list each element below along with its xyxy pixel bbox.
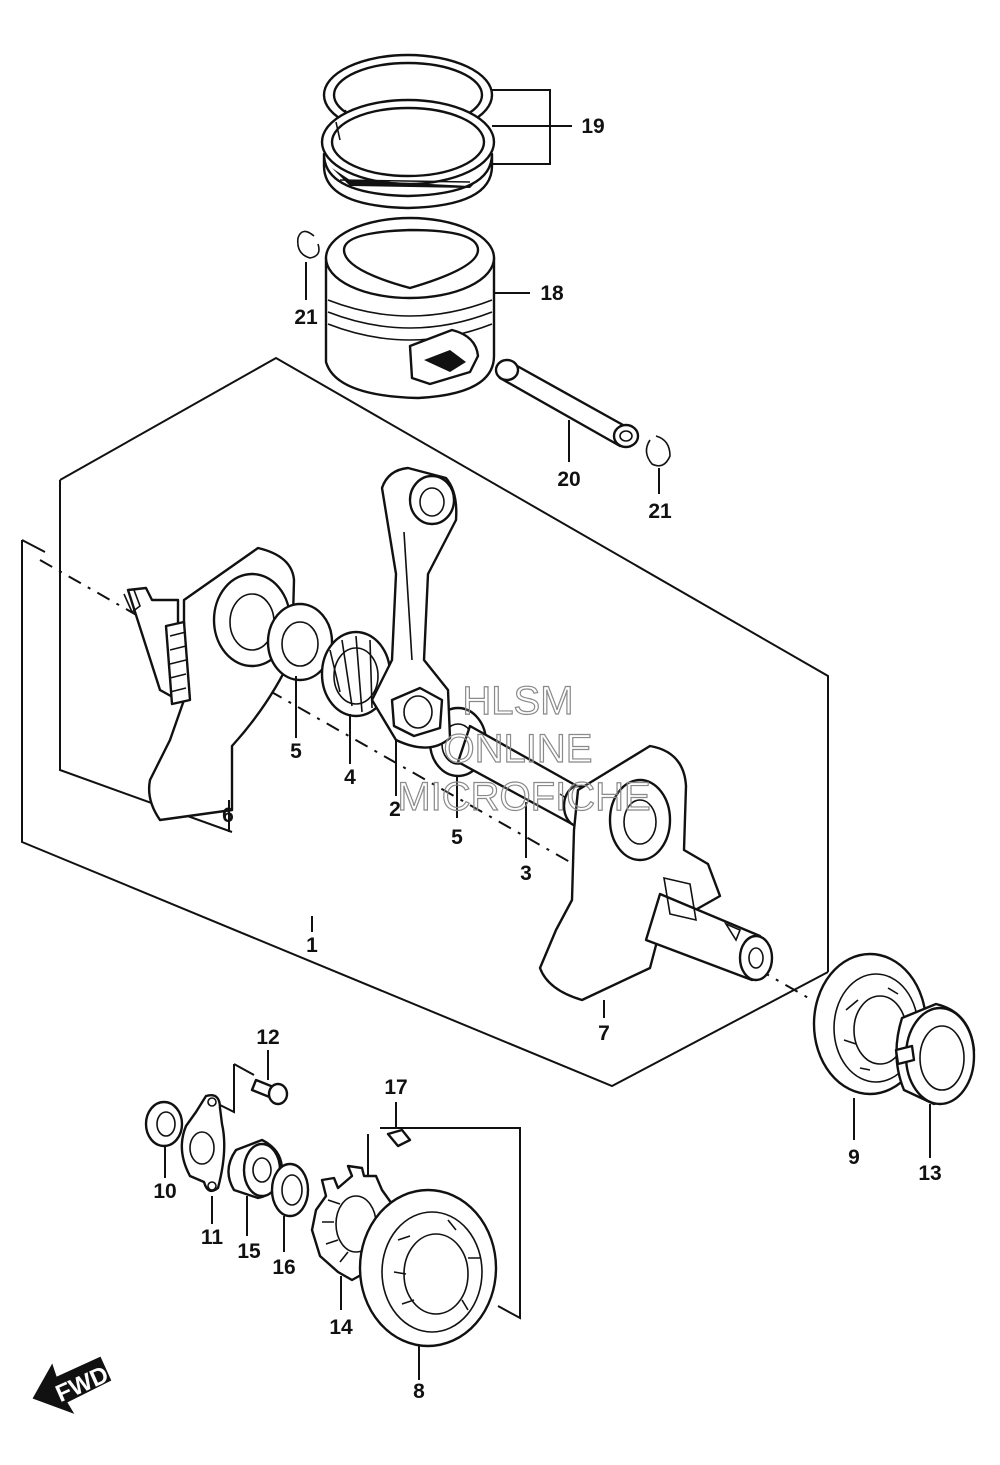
callout-6: 6	[222, 804, 234, 827]
watermark-line-3: MICROFICHE	[397, 775, 650, 819]
piston	[324, 216, 496, 400]
callout-19-leader	[492, 89, 572, 165]
callout-8: 8	[413, 1380, 425, 1403]
callout-21-right: 21	[648, 500, 672, 523]
bearing-retainer-plate	[180, 1094, 226, 1193]
callout-11: 11	[201, 1226, 224, 1249]
callout-4: 4	[344, 766, 356, 789]
callout-3: 3	[520, 862, 532, 885]
crankshaft-collar	[894, 1002, 976, 1106]
callout-2: 2	[389, 798, 401, 821]
callout-16: 16	[272, 1256, 295, 1279]
callout-1: 1	[306, 934, 318, 957]
callout-21-left: 21	[294, 306, 318, 329]
callout-14: 14	[329, 1316, 353, 1339]
callout-12: 12	[256, 1026, 279, 1049]
callout-15: 15	[237, 1240, 261, 1263]
watermark-line-2: ONLINE	[444, 727, 593, 771]
callout-10: 10	[153, 1180, 176, 1203]
watermark-line-1: HLSM	[462, 679, 573, 723]
piston-pin-circlip-right	[645, 435, 671, 467]
callout-20: 20	[557, 468, 580, 491]
callout-9: 9	[848, 1146, 860, 1169]
crank-web-right	[538, 744, 774, 1002]
crankshaft-bearing-left	[358, 1188, 498, 1348]
connecting-rod	[370, 466, 458, 749]
callout-13: 13	[918, 1162, 941, 1185]
crank-web-left	[123, 546, 296, 822]
piston-pin	[494, 358, 640, 449]
forward-direction-arrow: FWD	[32, 1356, 113, 1414]
thrust-washer-left	[266, 602, 334, 682]
callout-18: 18	[540, 282, 564, 305]
forward-arrow-icon	[32, 1356, 112, 1414]
callout-5-right: 5	[451, 826, 463, 849]
callout-19: 19	[581, 115, 604, 138]
retaining-screw	[250, 1078, 289, 1106]
callout-17: 17	[384, 1076, 407, 1099]
shim-washer	[270, 1162, 310, 1218]
watermark: HLSM ONLINE MICROFICHE	[397, 678, 652, 819]
oil-seal	[144, 1100, 184, 1148]
piston-pin-circlip-left	[296, 230, 320, 259]
callout-5-left: 5	[290, 740, 302, 763]
woodruff-key	[386, 1128, 412, 1148]
callout-7: 7	[598, 1022, 610, 1045]
piston-ring-set	[320, 53, 496, 210]
